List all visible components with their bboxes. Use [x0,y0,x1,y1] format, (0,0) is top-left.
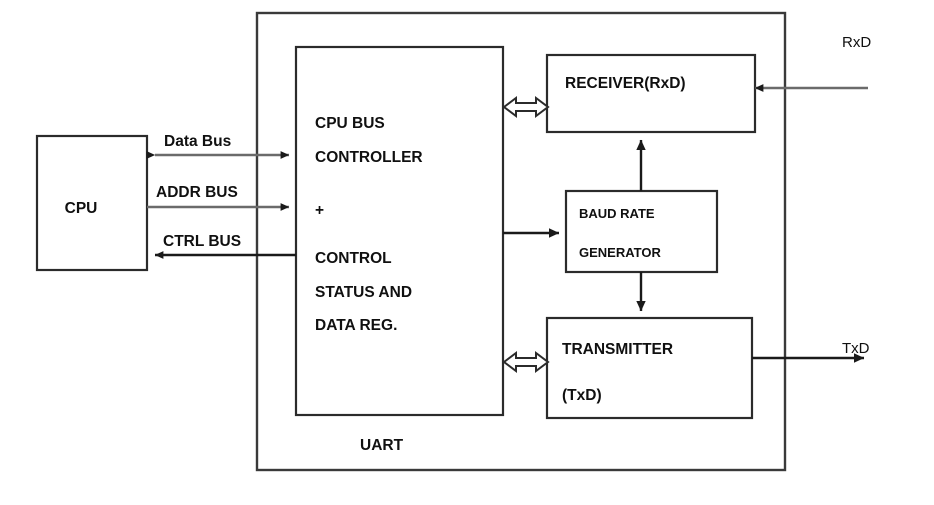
label-rxd: RxD [842,34,871,51]
label-addr-bus: ADDR BUS [156,184,238,201]
label-controller-status: STATUS AND [315,284,412,301]
label-cpu: CPU [65,200,98,217]
label-data-bus: Data Bus [164,133,231,150]
label-transmitter-line2: (TxD) [562,387,602,404]
connector-controller-transmitter [502,351,550,373]
label-controller-datareg: DATA REG. [315,317,397,334]
uart-enclosure [255,11,787,472]
label-txd: TxD [842,340,870,357]
label-transmitter-line1: TRANSMITTER [562,341,673,358]
block-baud-rate-generator [564,189,719,274]
label-controller-line1: CPU BUS [315,115,385,132]
label-baud-line2: GENERATOR [579,245,661,260]
label-receiver: RECEIVER(RxD) [565,75,686,92]
connector-controller-receiver [502,96,550,118]
block-transmitter [545,316,754,420]
block-receiver [545,53,757,134]
block-cpu-bus-controller [294,45,505,417]
label-controller-plus: + [315,202,324,219]
label-controller-control: CONTROL [315,250,392,267]
label-controller-line2: CONTROLLER [315,149,423,166]
label-baud-line1: BAUD RATE [579,206,655,221]
label-ctrl-bus: CTRL BUS [163,233,241,250]
label-uart: UART [360,437,404,454]
block-cpu [35,134,149,272]
